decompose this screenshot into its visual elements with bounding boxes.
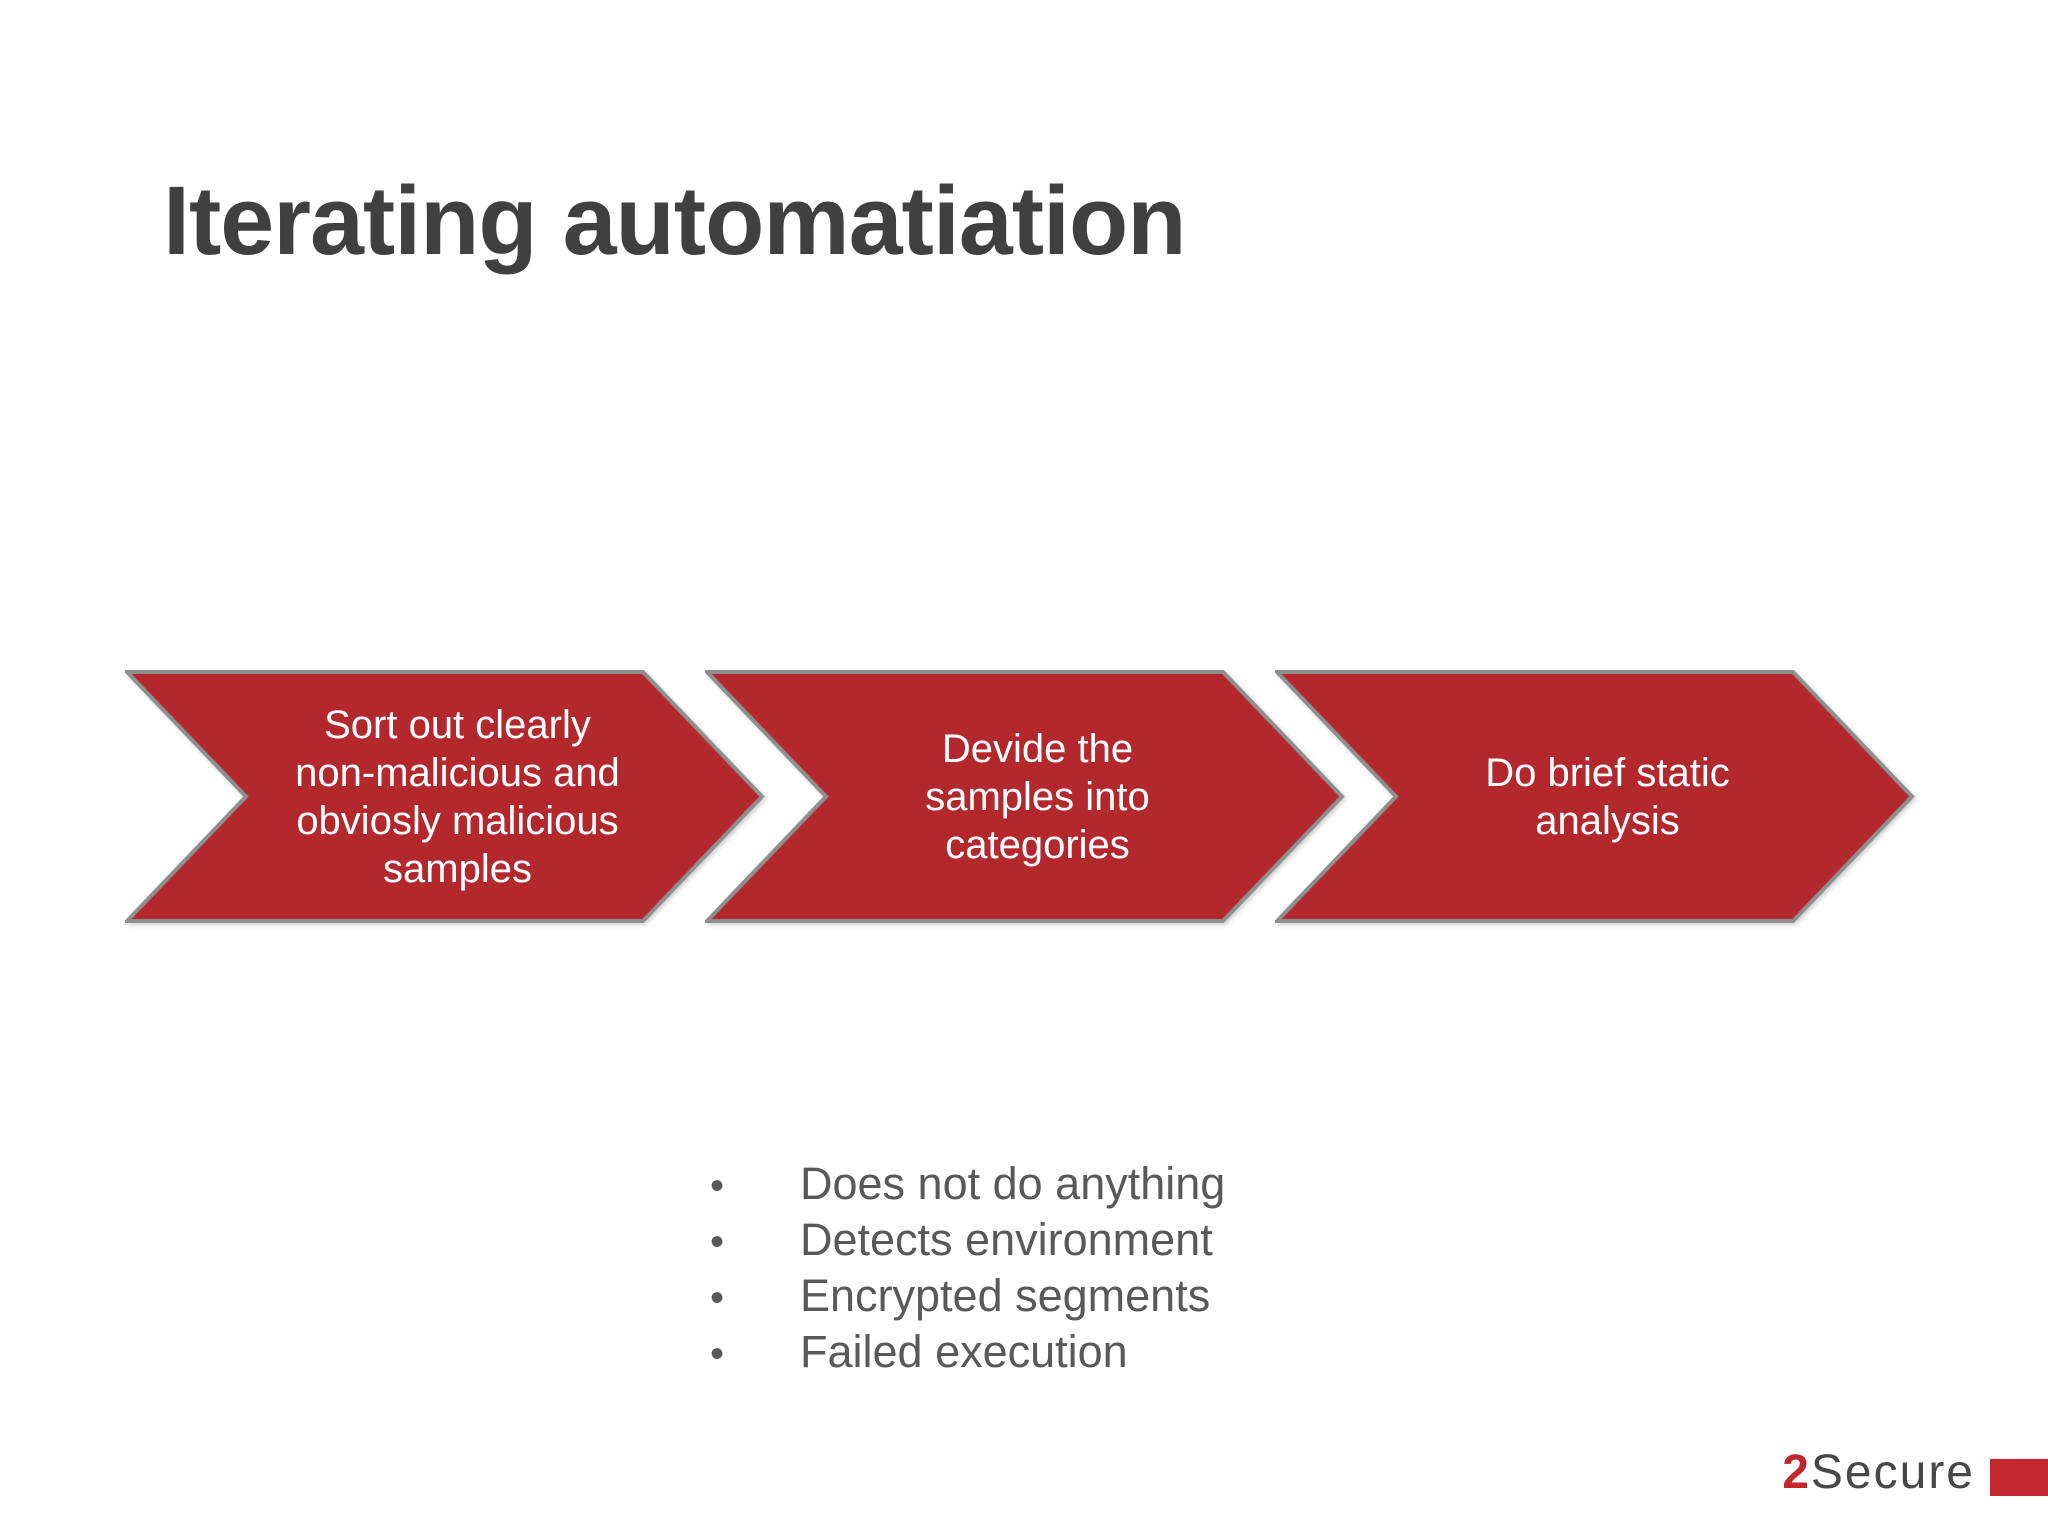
- chevron-shape: [1275, 670, 1915, 923]
- logo-prefix: 2: [1782, 1446, 1811, 1499]
- list-item-text: Does not do anything: [800, 1158, 1226, 1209]
- bullet-list: • Does not do anything • Detects environ…: [700, 1156, 1225, 1380]
- slide-title: Iterating automatiation: [163, 166, 1186, 275]
- chevron-shape: [705, 670, 1345, 923]
- logo-accent-block: [1990, 1459, 2048, 1496]
- list-item: • Encrypted segments: [700, 1268, 1225, 1324]
- list-item-text: Detects environment: [800, 1214, 1213, 1265]
- bullet-dot: •: [710, 1220, 725, 1264]
- process-step-1-label: Sort out clearly non-malicious and obvio…: [295, 702, 620, 891]
- process-step-2: Devide the samples into categories: [705, 670, 1345, 923]
- process-step-3: Do brief static analysis: [1275, 670, 1915, 923]
- bullet-dot: •: [710, 1276, 725, 1320]
- chevron-arrow-icon: [705, 670, 1345, 923]
- process-step-2-label: Devide the samples into categories: [925, 726, 1150, 867]
- list-item: • Failed execution: [700, 1324, 1225, 1380]
- logo-name: Secure: [1810, 1446, 1975, 1499]
- list-item: • Does not do anything: [700, 1156, 1225, 1212]
- bullet-dot: •: [710, 1164, 725, 1208]
- list-item-text: Failed execution: [800, 1326, 1128, 1377]
- chevron-arrow-icon: [125, 670, 765, 923]
- list-item: • Detects environment: [700, 1212, 1225, 1268]
- list-item-text: Encrypted segments: [800, 1270, 1211, 1321]
- process-step-1: Sort out clearly non-malicious and obvio…: [125, 670, 765, 923]
- chevron-arrow-icon: [1275, 670, 1915, 923]
- process-step-3-label: Do brief static analysis: [1485, 750, 1730, 843]
- bullet-dot: •: [710, 1332, 725, 1376]
- chevron-shape: [125, 670, 765, 923]
- logo: 2Secure: [1782, 1449, 1975, 1497]
